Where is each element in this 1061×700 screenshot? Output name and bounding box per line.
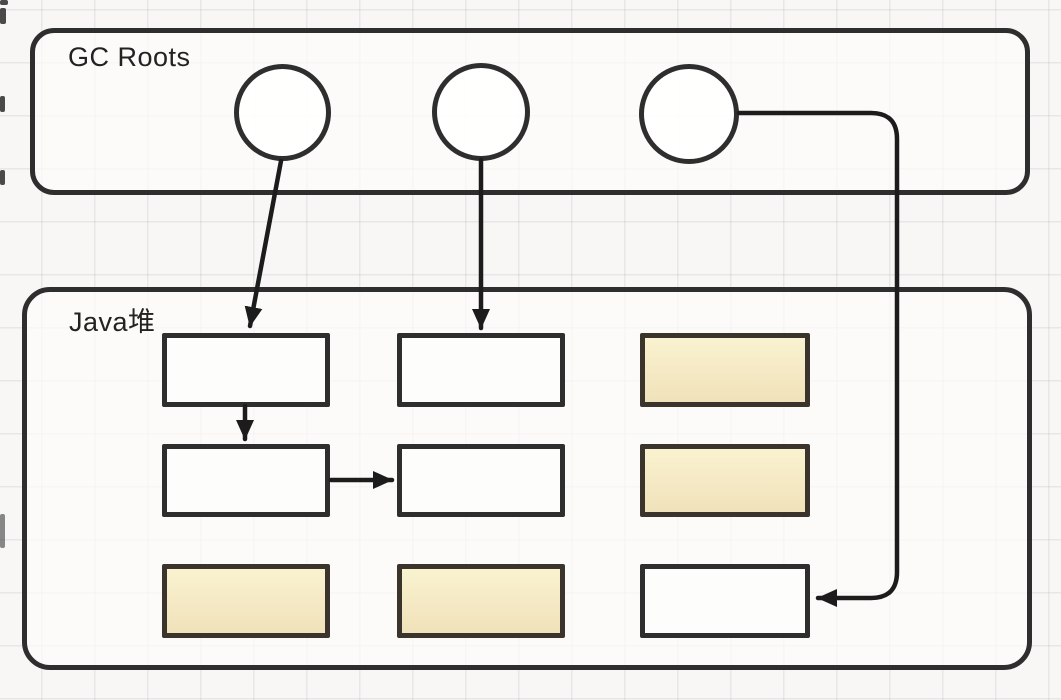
photo-artifact <box>0 514 5 548</box>
heap-object-r2c3 <box>640 444 810 517</box>
gc-root-node-1 <box>234 64 331 161</box>
heap-object-r2c2 <box>397 444 565 517</box>
photo-artifact <box>0 96 5 112</box>
heap-object-r1c3 <box>640 333 810 407</box>
photo-artifact <box>0 170 5 185</box>
heap-object-r3c2 <box>397 564 565 638</box>
gc-root-node-2 <box>432 63 530 161</box>
photo-artifact <box>0 8 6 24</box>
heap-object-r3c1 <box>162 564 330 638</box>
heap-object-r1c2 <box>397 333 565 407</box>
gc-roots-label: GC Roots <box>68 42 191 72</box>
heap-object-r3c3 <box>640 564 810 638</box>
gc-roots-panel: GC Roots <box>30 28 1030 195</box>
java-heap-label: Java堆 <box>69 307 156 337</box>
heap-object-r1c1 <box>162 333 330 407</box>
photo-artifact <box>0 0 8 5</box>
gc-root-node-3 <box>639 64 739 164</box>
heap-object-r2c1 <box>162 444 330 517</box>
